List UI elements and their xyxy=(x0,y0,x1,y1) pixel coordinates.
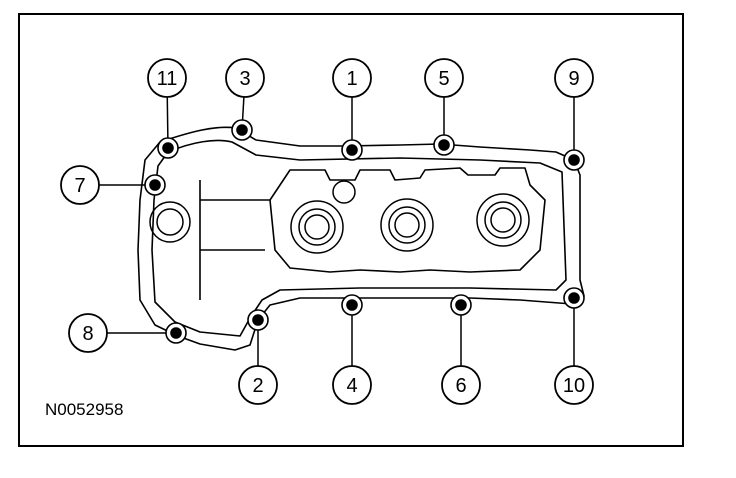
cam-tower-profile xyxy=(269,167,546,273)
callout-label: 1 xyxy=(346,68,357,90)
callout-5: 5 xyxy=(424,58,464,98)
callout-4: 4 xyxy=(332,365,372,405)
callout-1: 1 xyxy=(332,58,372,98)
callout-label: 6 xyxy=(455,375,466,397)
leader-11 xyxy=(166,96,169,139)
oil-fill-cap xyxy=(332,180,356,204)
callout-label: 2 xyxy=(252,375,263,397)
leader-3 xyxy=(241,96,245,121)
callout-10: 10 xyxy=(554,365,594,405)
callout-label: 4 xyxy=(346,375,357,397)
callout-label: 3 xyxy=(239,68,250,90)
figure-id: N0052958 xyxy=(45,400,124,419)
diagram-frame xyxy=(18,13,684,447)
cover-left-lobe xyxy=(199,180,270,300)
callout-label: 11 xyxy=(157,68,178,90)
callout-9: 9 xyxy=(554,58,594,98)
left-port xyxy=(149,201,191,243)
callout-label: 9 xyxy=(568,68,579,90)
callout-8: 8 xyxy=(68,313,108,353)
plug-well-1 xyxy=(290,200,344,254)
callout-label: 10 xyxy=(563,375,585,397)
callout-2: 2 xyxy=(238,365,278,405)
callout-3: 3 xyxy=(225,58,265,98)
cover-outline xyxy=(137,126,585,351)
plug-well-3 xyxy=(476,193,530,247)
callout-label: 7 xyxy=(74,175,85,197)
callout-6: 6 xyxy=(441,365,481,405)
callout-7: 7 xyxy=(60,165,100,205)
callout-label: 8 xyxy=(82,323,93,345)
plug-well-2 xyxy=(380,198,434,252)
callout-11: 11 xyxy=(147,58,187,98)
callout-label: 5 xyxy=(438,68,449,90)
